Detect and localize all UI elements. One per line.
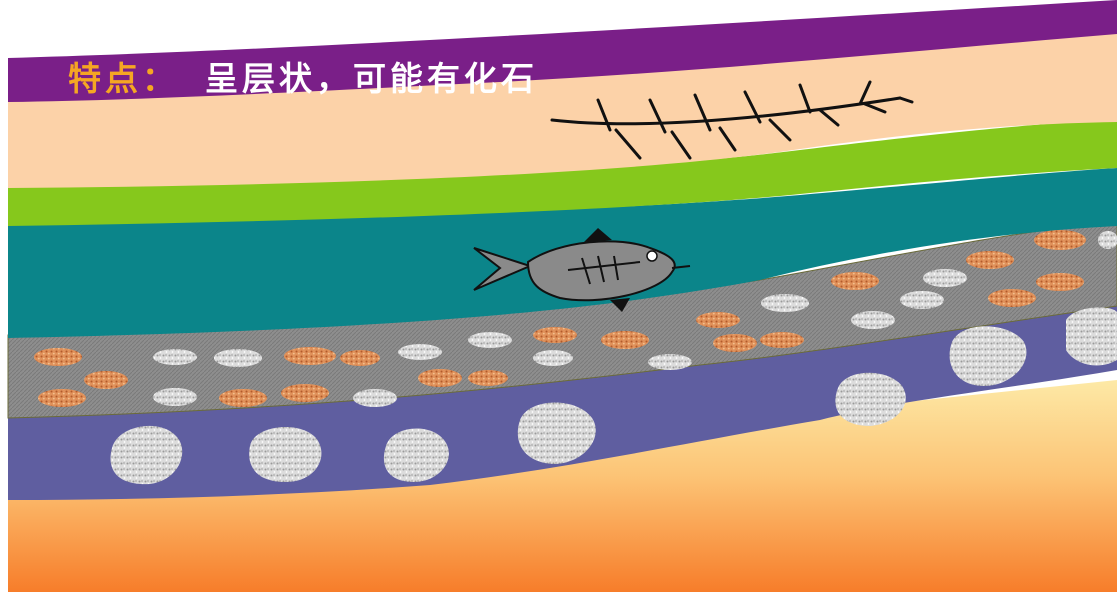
title-fragment: [230, 0, 990, 12]
layer-caption: 特点 ： 呈层状，可能有化石: [68, 54, 538, 98]
caption-separator: ：: [142, 52, 179, 100]
caption-description: 呈层状，可能有化石: [205, 52, 538, 100]
caption-key: 特点: [68, 52, 142, 100]
